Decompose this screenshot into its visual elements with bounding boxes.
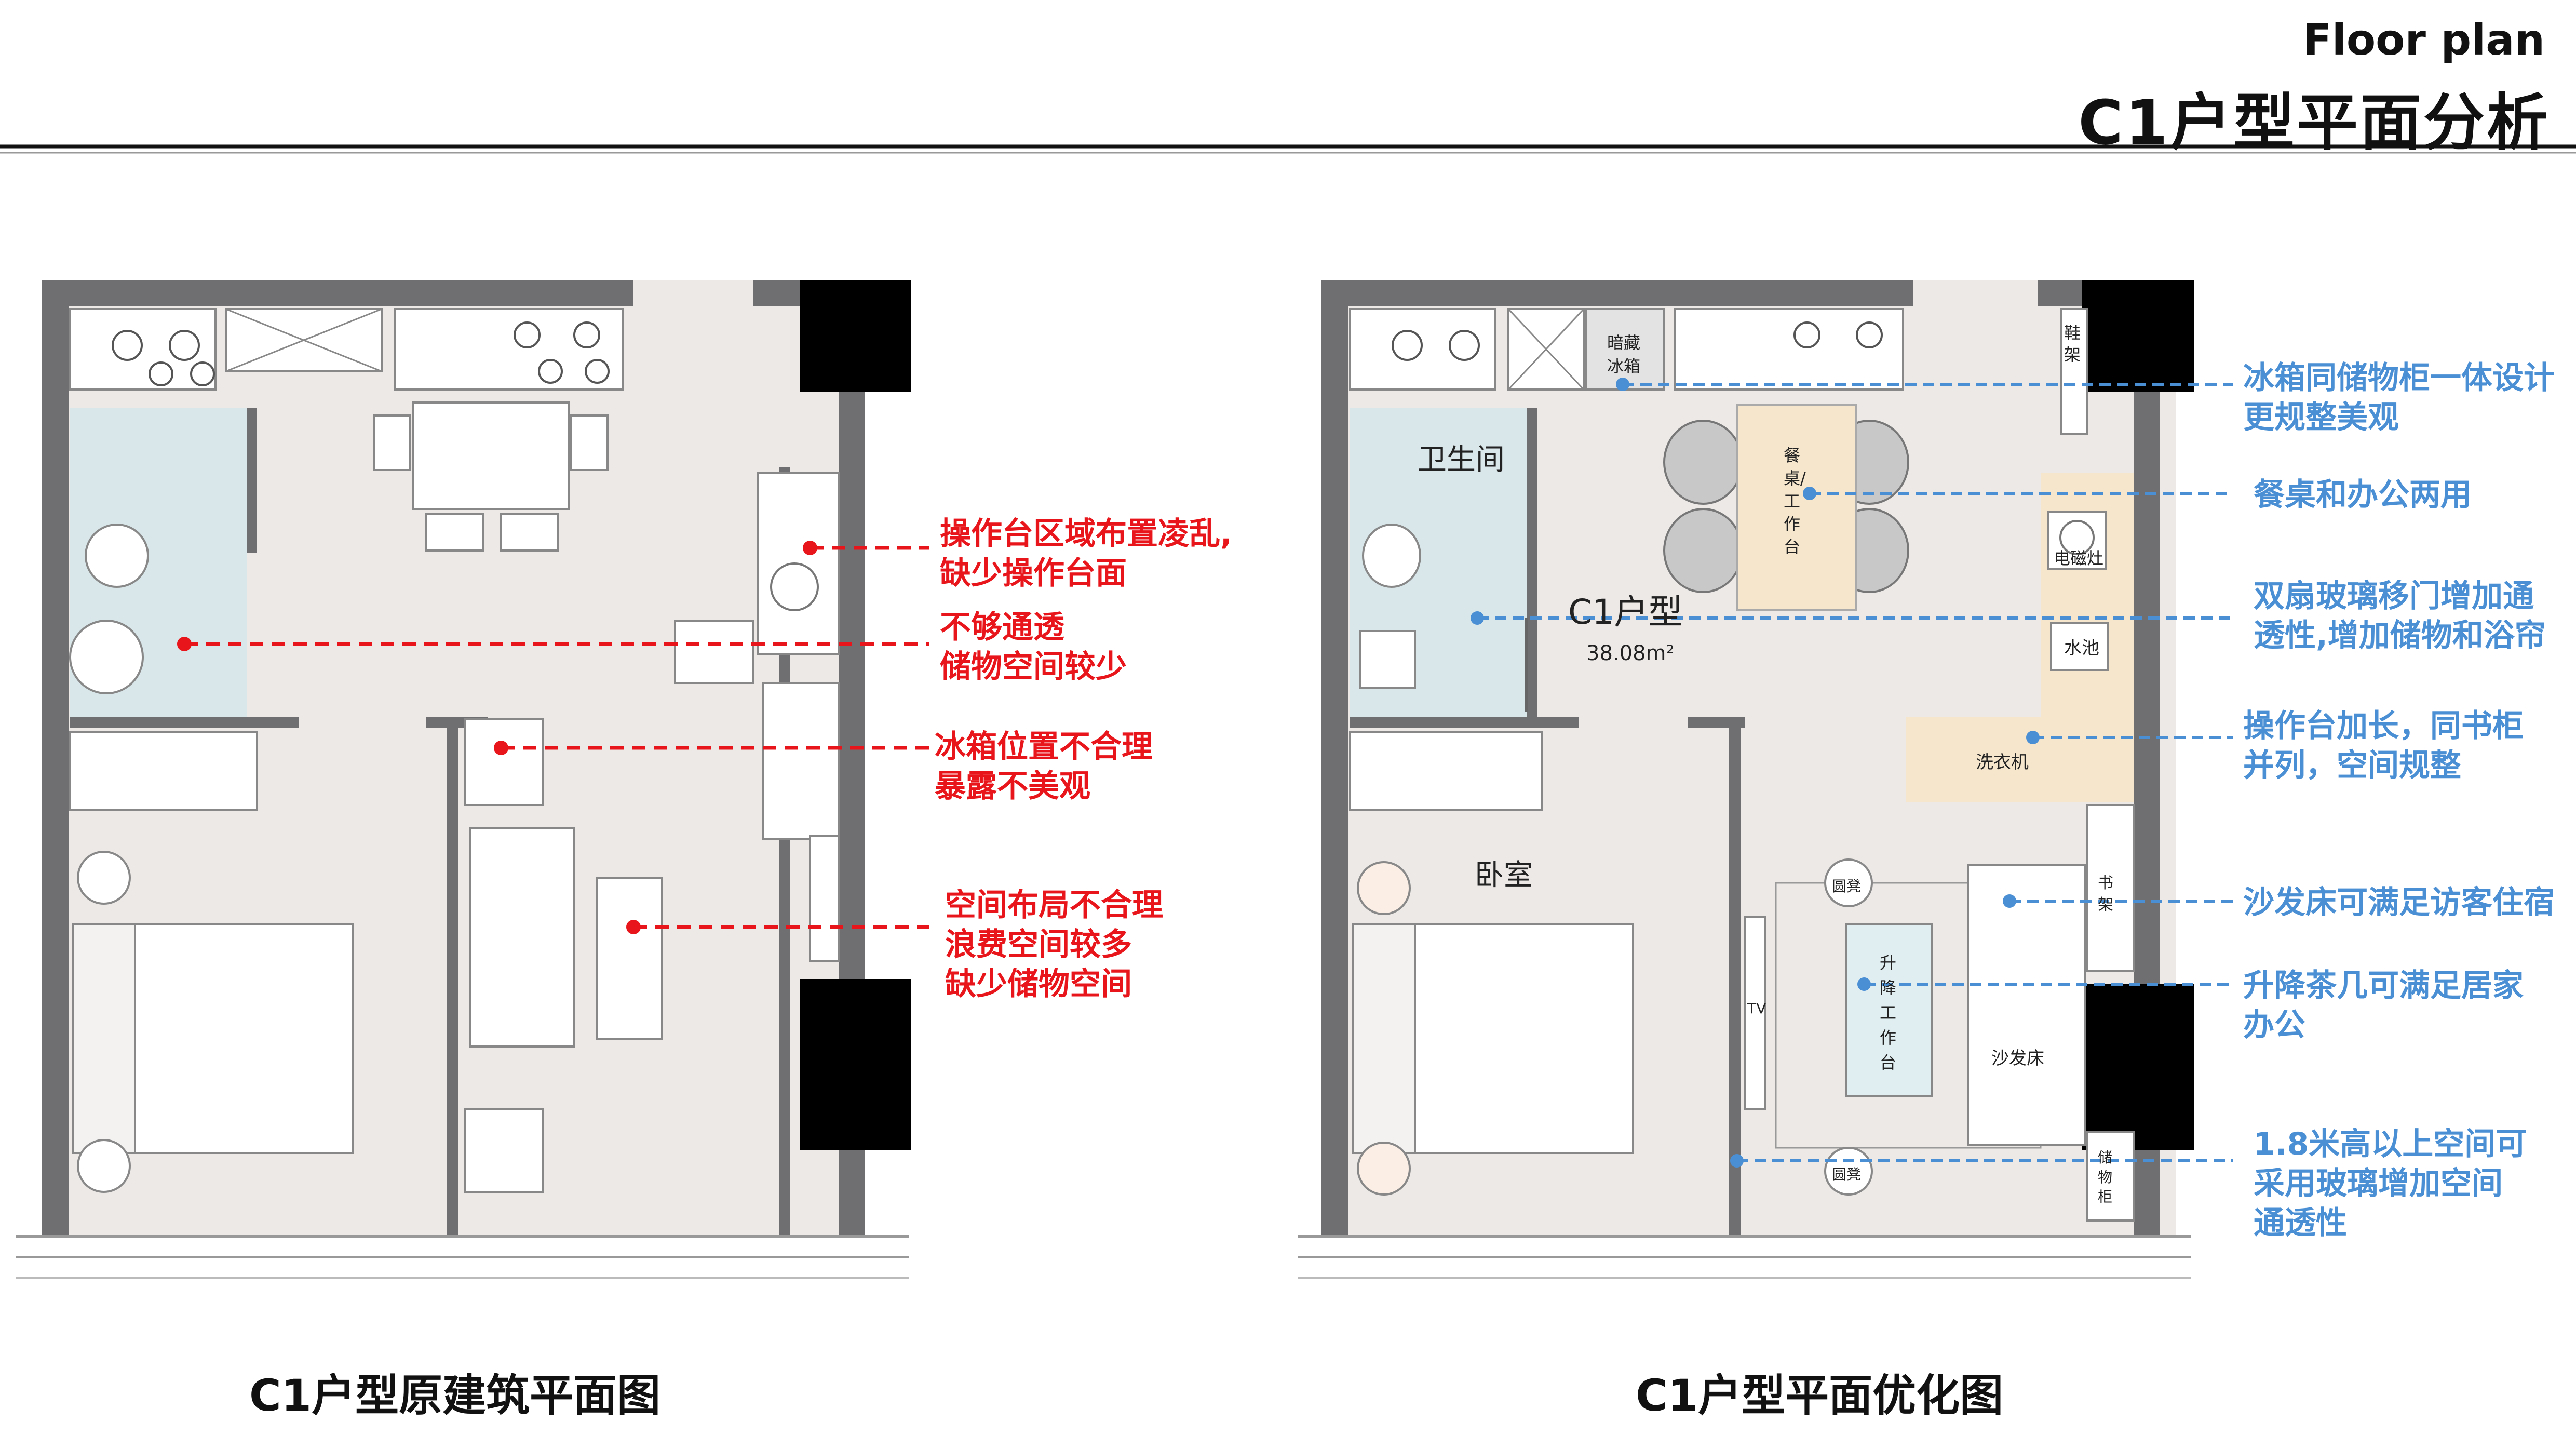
- label-dining-table: 餐桌/工作台: [1784, 446, 1806, 557]
- blue-callout-dots: [1471, 378, 2040, 1168]
- bookshelf: [2086, 804, 2135, 972]
- annotation-blue-4: 操作台加长，同书柜并列，空间规整: [2243, 708, 2524, 784]
- annotation-blue-7: 1.8米高以上空间可采用玻璃增加空间通透性: [2254, 1126, 2527, 1241]
- column-bottom-2: [2082, 984, 2194, 1150]
- label-tv: TV: [1747, 1000, 1766, 1017]
- annotation-red-3: 冰箱位置不合理暴露不美观: [935, 729, 1153, 804]
- label-sink: 水池: [2064, 638, 2099, 659]
- header-subtitle: Floor plan: [2302, 16, 2545, 65]
- label-shoe-cabinet: 鞋架: [2064, 323, 2081, 365]
- label-bathroom: 卫生间: [1418, 443, 1505, 477]
- storage-cabinet: [2086, 1131, 2135, 1222]
- washer-counter: [1906, 717, 2152, 802]
- annotation-red-4: 空间布局不合理浪费空间较多缺少储物空间: [945, 887, 1163, 1002]
- column-bottom: [800, 979, 911, 1150]
- annotation-blue-2: 餐桌和办公两用: [2254, 477, 2472, 513]
- caption-original-plan: C1户型原建筑平面图: [249, 1370, 661, 1421]
- column-top-2: [2082, 280, 2194, 392]
- red-callouts: [184, 546, 929, 929]
- label-bedroom: 卧室: [1475, 858, 1533, 892]
- label-storage: 储物柜: [2098, 1149, 2113, 1205]
- annotation-blue-3: 双扇玻璃移门增加通透性,增加储物和浴帘: [2254, 578, 2546, 654]
- annotation-blue-1: 冰箱同储物柜一体设计更规整美观: [2243, 360, 2555, 436]
- label-stool-bottom: 圆凳: [1832, 1166, 1862, 1183]
- blue-callouts: [1477, 383, 2233, 1162]
- label-induction: 电磁灶: [2054, 548, 2104, 568]
- shoe-cabinet: [2060, 308, 2088, 435]
- annotation-blue-6: 升降茶几可满足居家办公: [2243, 968, 2524, 1043]
- label-lift-table: 升降工作台: [1880, 953, 1897, 1072]
- label-washer: 洗衣机: [1976, 752, 2029, 773]
- caption-optimized-plan: C1户型平面优化图: [1636, 1370, 2004, 1421]
- lift-table: [1845, 923, 1933, 1097]
- annotation-red-2: 不够通透储物空间较少: [940, 609, 1127, 685]
- original-plan: [16, 280, 911, 1279]
- hidden-fridge: [1585, 308, 1665, 391]
- label-stool-top: 圆凳: [1832, 878, 1862, 895]
- label-sofa-bed: 沙发床: [1991, 1048, 2044, 1069]
- label-fridge-2: 冰箱: [1607, 356, 1641, 376]
- label-area: 38.08m²: [1586, 641, 1675, 665]
- label-bookshelf: 书架: [2098, 874, 2113, 914]
- column-top: [800, 280, 911, 392]
- label-unit-type: C1户型: [1568, 592, 1683, 632]
- annotation-blue-5: 沙发床可满足访客住宿: [2243, 884, 2555, 921]
- sofa-bed: [1967, 864, 2086, 1146]
- annotation-red-1: 操作台区域布置凌乱,缺少操作台面: [940, 516, 1232, 592]
- label-fridge-1: 暗藏: [1607, 333, 1641, 353]
- optimized-plan: [1298, 280, 2194, 1279]
- red-callout-dots: [177, 541, 817, 934]
